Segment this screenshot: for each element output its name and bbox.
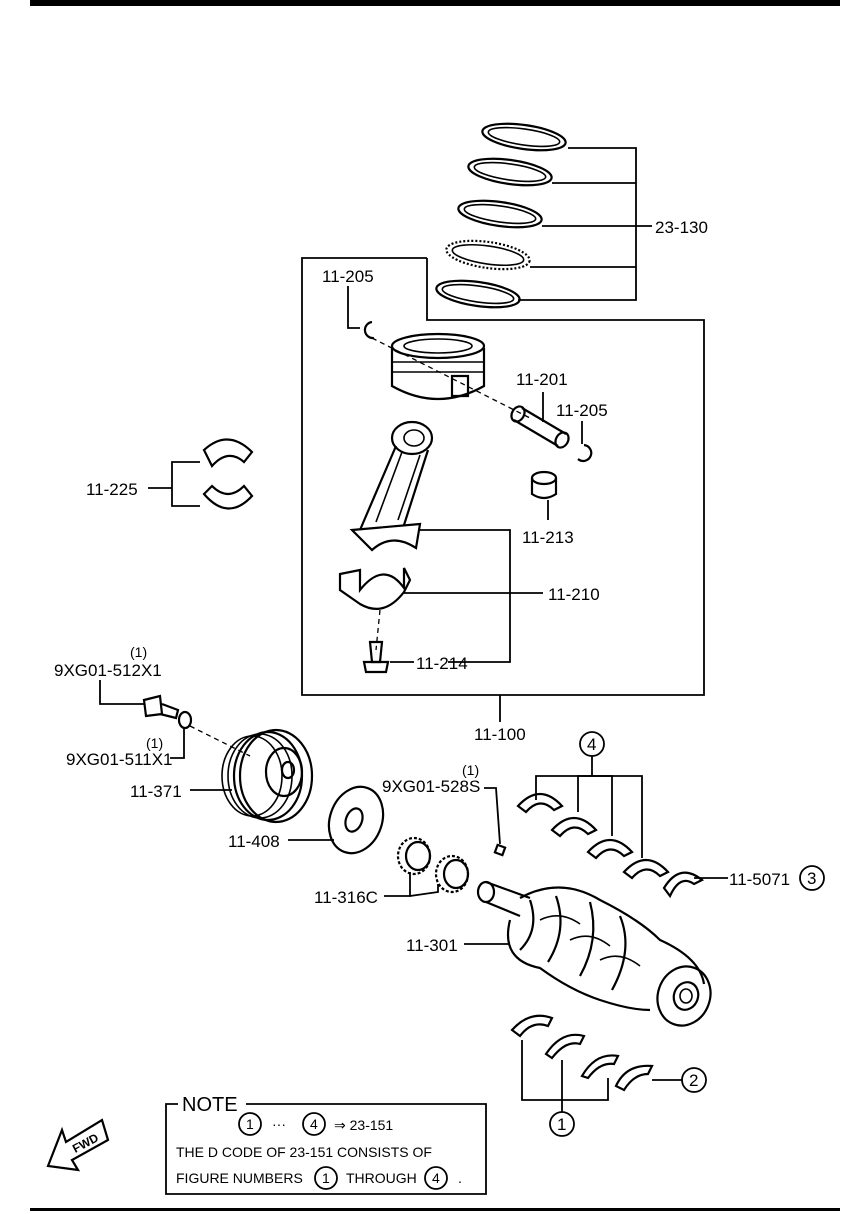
crankshaft xyxy=(476,880,712,1027)
label-bearing-left: 11-225 xyxy=(86,480,138,499)
label-crankshaft: 11-301 xyxy=(406,936,458,955)
note-period: . xyxy=(458,1170,462,1186)
circle-2 xyxy=(681,1067,707,1093)
note-circle-1b: 1 xyxy=(322,1170,330,1186)
label-washer-qty: (1) xyxy=(146,735,163,751)
timing-gears xyxy=(396,836,470,894)
label-bolt: 9XG01-512X1 xyxy=(54,661,162,680)
label-gear: 11-316C xyxy=(314,888,378,907)
label-circle-2: 2 xyxy=(689,1071,698,1090)
circle-1-bottom xyxy=(549,1111,575,1137)
label-pin: 11-201 xyxy=(516,370,568,389)
label-key-qty: (1) xyxy=(462,762,479,778)
piston-pin xyxy=(510,405,570,449)
top-border xyxy=(30,0,840,6)
label-pulley: 11-371 xyxy=(130,782,182,801)
note-line-3b: THROUGH xyxy=(346,1170,417,1186)
piston-clip-right xyxy=(577,443,593,462)
note-box: NOTE 1 ··· 4 ⇒ 23-151 THE D CODE OF 23-1… xyxy=(165,1094,487,1195)
label-assembly: 11-100 xyxy=(474,725,526,744)
label-circle-3: 3 xyxy=(807,869,816,888)
note-line-2: THE D CODE OF 23-151 CONSISTS OF xyxy=(176,1144,432,1160)
label-spacer: 11-408 xyxy=(228,832,280,851)
circle-3 xyxy=(799,865,825,891)
note-circle-1: 1 xyxy=(246,1116,254,1132)
assembly-box xyxy=(301,257,705,696)
label-clip-top: 11-205 xyxy=(322,267,374,286)
rod-cap xyxy=(338,567,412,610)
connecting-rod xyxy=(349,420,434,552)
fwd-arrow-icon: FWD xyxy=(46,1118,110,1172)
label-rod: 11-210 xyxy=(548,585,600,604)
label-thrust: 11-5071 xyxy=(729,870,790,889)
note-dots: ··· xyxy=(272,1116,286,1132)
piston-clip-top xyxy=(363,320,375,340)
label-rod-bolt: 11-214 xyxy=(416,654,468,673)
rod-bolt xyxy=(362,640,390,674)
label-circle-1: 1 xyxy=(557,1115,566,1134)
note-title: NOTE xyxy=(182,1094,238,1116)
label-bushing: 11-213 xyxy=(522,528,574,547)
bushing xyxy=(530,470,558,500)
spacer-plate xyxy=(327,785,385,855)
pulley-bolt xyxy=(142,694,180,720)
note-line-3a: FIGURE NUMBERS xyxy=(176,1170,303,1186)
main-bearings-lower xyxy=(510,1014,654,1092)
label-rings: 23-130 xyxy=(655,218,708,237)
note-circle-4b: 4 xyxy=(432,1170,440,1186)
piston-rings xyxy=(435,122,567,309)
piston xyxy=(390,332,486,400)
washer xyxy=(177,710,193,730)
label-key: 9XG01-528S xyxy=(382,777,480,796)
note-ref: ⇒ 23-151 xyxy=(334,1117,393,1133)
crank-key xyxy=(493,843,507,857)
label-clip-right: 11-205 xyxy=(556,401,608,420)
rings-leader xyxy=(518,147,652,301)
label-washer: 9XG01-511X1 xyxy=(66,750,172,769)
bottom-border xyxy=(30,1208,840,1211)
main-bearings-upper xyxy=(516,792,705,899)
label-bolt-qty: (1) xyxy=(130,644,147,660)
crank-pulley xyxy=(221,728,314,824)
label-circle-4: 4 xyxy=(587,735,596,754)
note-circle-4: 4 xyxy=(310,1116,318,1132)
bearing-left xyxy=(202,438,254,510)
